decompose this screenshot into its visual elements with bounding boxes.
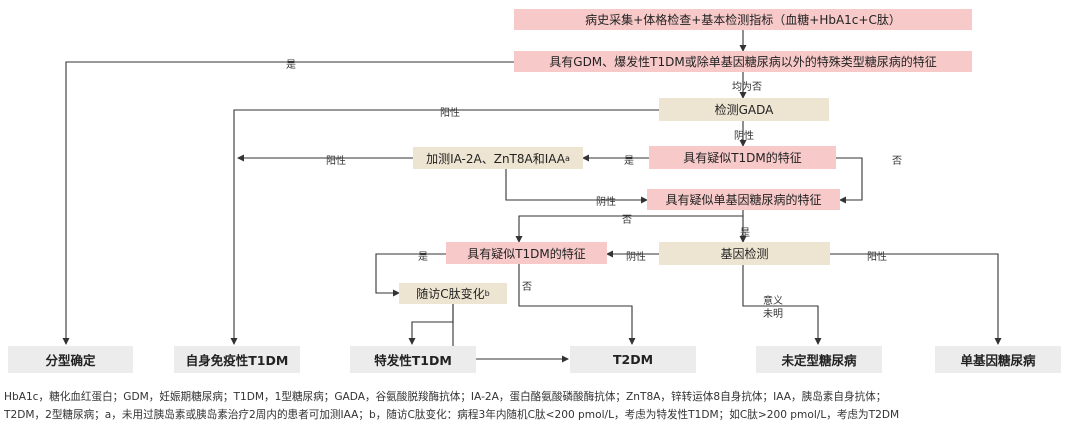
outcome-monogenic: 单基因糖尿病	[935, 346, 1061, 373]
label-gene-negative: 阴性	[626, 252, 646, 263]
footnote-a-marker: a	[565, 153, 570, 163]
special-type-box: 具有GDM、爆发性T1DM或除单基因糖尿病以外的特殊类型糖尿病的特征	[514, 51, 972, 72]
label-gada-positive: 阳性	[440, 108, 460, 119]
start-box: 病史采集+体格检查+基本检测指标（血糖+HbA1c+C肽）	[514, 9, 972, 30]
outcome-t2dm: T2DM	[570, 346, 696, 373]
footnote-line-2: T2DM，2型糖尿病；a，未用过胰岛素或胰岛素治疗2周内的患者可加测IAA；b，…	[4, 409, 900, 421]
footnote-b-marker: b	[484, 289, 490, 298]
label-mono-no: 否	[622, 215, 632, 226]
gada-test-box: 检测GADA	[659, 98, 829, 121]
t1dm-feature-box-2: 具有疑似T1DM的特征	[446, 242, 607, 264]
label-t1dm2-yes: 是	[418, 252, 428, 263]
label-gene-positive: 阳性	[867, 252, 887, 263]
label-t1dm-no: 否	[892, 156, 902, 167]
label-t1dm-yes: 是	[624, 156, 634, 167]
label-t1dm2-no: 否	[522, 282, 532, 293]
monogenic-feature-box: 具有疑似单基因糖尿病的特征	[647, 189, 840, 210]
footnote-line-1: HbA1c，糖化血红蛋白；GDM，妊娠期糖尿病；T1DM，1型糖尿病；GADA，…	[4, 391, 887, 403]
t1dm-feature-box: 具有疑似T1DM的特征	[649, 146, 836, 169]
footnote: HbA1c，糖化血红蛋白；GDM，妊娠期糖尿病；T1DM，1型糖尿病；GADA，…	[4, 388, 1078, 424]
outcome-autoimmune-t1dm: 自身免疫性T1DM	[174, 346, 300, 373]
label-extra-positive: 阳性	[326, 156, 346, 167]
outcome-idiopathic-t1dm: 特发性T1DM	[350, 346, 476, 373]
followup-label: 随访C肽变化	[416, 287, 485, 301]
label-extra-negative: 阴性	[596, 197, 616, 208]
label-yes-special: 是	[286, 60, 296, 71]
label-unclear: 意义未明	[763, 296, 783, 320]
label-all-no: 均为否	[732, 82, 762, 93]
extra-antibody-label: 加测IA-2A、ZnT8A和IAA	[426, 151, 566, 166]
label-mono-yes: 是	[740, 228, 750, 239]
outcome-confirmed: 分型确定	[8, 346, 133, 373]
gene-test-box: 基因检测	[659, 242, 830, 265]
outcome-undetermined: 未定型糖尿病	[756, 346, 882, 373]
label-gada-negative: 阴性	[734, 131, 754, 142]
